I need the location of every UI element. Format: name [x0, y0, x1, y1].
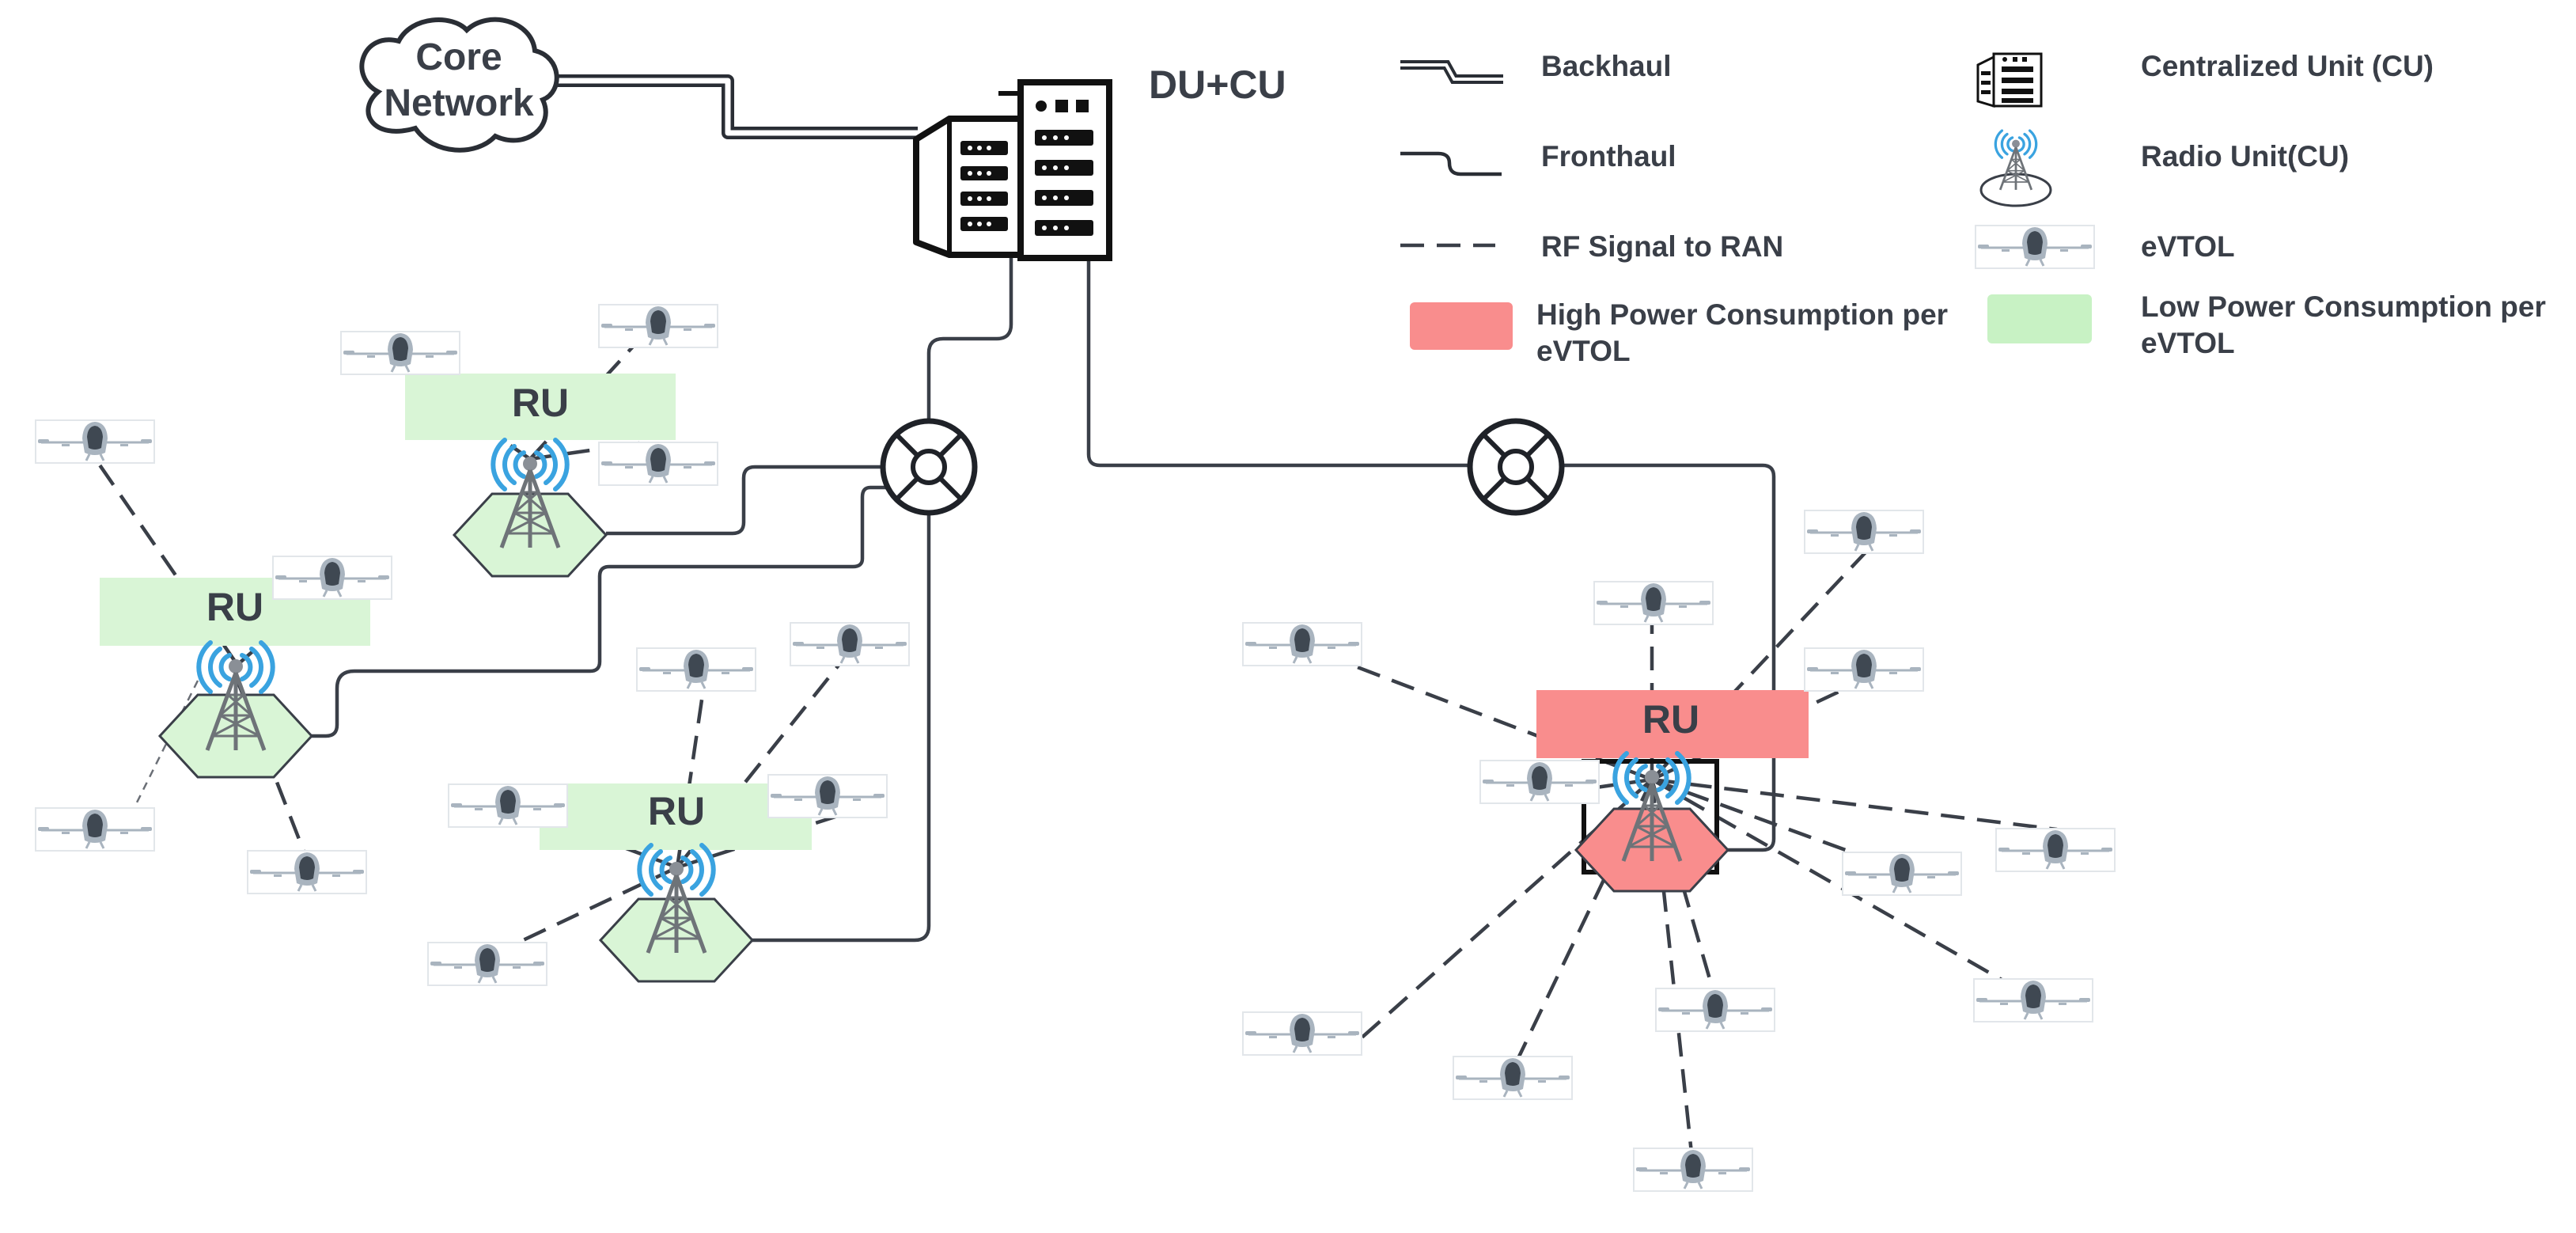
core-network-label-2: Network — [384, 82, 534, 124]
evtol-icon — [34, 419, 156, 465]
legend-centralized-unit: Centralized Unit (CU) — [1976, 50, 2434, 108]
evtol-icon — [1803, 647, 1925, 692]
legend-ru-label: Radio Unit(CU) — [2141, 140, 2349, 173]
evtol-icon — [1241, 1011, 1363, 1057]
backhaul-link — [546, 74, 918, 139]
cu-server-icon — [1976, 52, 2043, 108]
ru-label: RU — [648, 789, 705, 833]
legend: Backhaul Fronthaul RF Signal to RAN High… — [1400, 50, 2546, 367]
legend-backhaul-label: Backhaul — [1541, 50, 1672, 82]
evtol-icon — [1452, 1055, 1574, 1101]
legend-cu-label: Centralized Unit (CU) — [2141, 50, 2434, 82]
evtol-icon — [1995, 827, 2116, 873]
legend-low-power-label-1: Low Power Consumption per — [2141, 290, 2546, 323]
legend-evtol: eVTOL — [1974, 224, 2235, 270]
fronthaul-links — [312, 255, 1776, 943]
legend-high-power-label-2: eVTOL — [1536, 335, 1631, 367]
evtol-icon — [426, 941, 548, 987]
evtol-icon — [789, 621, 911, 667]
evtol-icon — [597, 303, 719, 349]
legend-high-power-label-1: High Power Consumption per — [1536, 298, 1948, 331]
legend-rf-signal-label: RF Signal to RAN — [1541, 230, 1783, 263]
evtol-icon — [1974, 224, 2096, 270]
legend-evtol-label: eVTOL — [2141, 230, 2235, 263]
evtol-icon — [339, 330, 461, 376]
evtol-icon — [635, 647, 757, 692]
evtol-icon — [1479, 759, 1601, 805]
router-left-icon — [883, 421, 975, 513]
du-cu-server-icon — [913, 79, 1112, 261]
legend-backhaul: Backhaul — [1400, 50, 1672, 84]
legend-fronthaul-label: Fronthaul — [1541, 140, 1676, 173]
evtol-icon — [246, 849, 368, 895]
low-power-indicator — [540, 783, 812, 850]
legend-high-power: High Power Consumption per eVTOL — [1410, 298, 1948, 367]
radio-unit-center: RU — [540, 783, 812, 983]
high-power-indicator — [1536, 690, 1809, 758]
legend-radio-unit: Radio Unit(CU) — [1979, 129, 2349, 207]
evtol-icon — [447, 783, 569, 829]
low-power-indicator — [405, 374, 676, 440]
evtol-icon — [1841, 851, 1963, 897]
evtol-icon — [271, 555, 393, 601]
legend-low-power-label-2: eVTOL — [2141, 327, 2235, 359]
radio-unit-top-left: RU — [405, 374, 676, 578]
evtol-icon — [1632, 1147, 1754, 1193]
core-network-cloud: Core Network — [359, 17, 559, 153]
legend-low-power: Low Power Consumption per eVTOL — [1987, 290, 2546, 359]
legend-rf-signal: RF Signal to RAN — [1400, 230, 1783, 263]
evtol-icon — [1803, 509, 1925, 555]
evtol-icon — [767, 773, 888, 819]
router-right-icon — [1470, 421, 1562, 513]
evtol-icon — [1593, 580, 1714, 626]
evtol-icon — [597, 441, 719, 487]
ru-label: RU — [1642, 697, 1699, 742]
low-power-swatch — [1987, 294, 2092, 343]
ru-label: RU — [512, 381, 569, 425]
evtol-icon — [34, 806, 156, 852]
evtol-icon — [1241, 621, 1363, 667]
du-cu-label: DU+CU — [1149, 63, 1286, 107]
evtol-icon — [1654, 987, 1776, 1033]
legend-fronthaul: Fronthaul — [1400, 140, 1676, 176]
high-power-swatch — [1410, 302, 1513, 350]
ru-label: RU — [206, 585, 263, 629]
radio-unit-left: RU — [100, 578, 370, 779]
radio-unit-right: RU — [1536, 690, 1809, 893]
core-network-label-1: Core — [415, 36, 502, 78]
evtol-icon — [1972, 977, 2094, 1023]
